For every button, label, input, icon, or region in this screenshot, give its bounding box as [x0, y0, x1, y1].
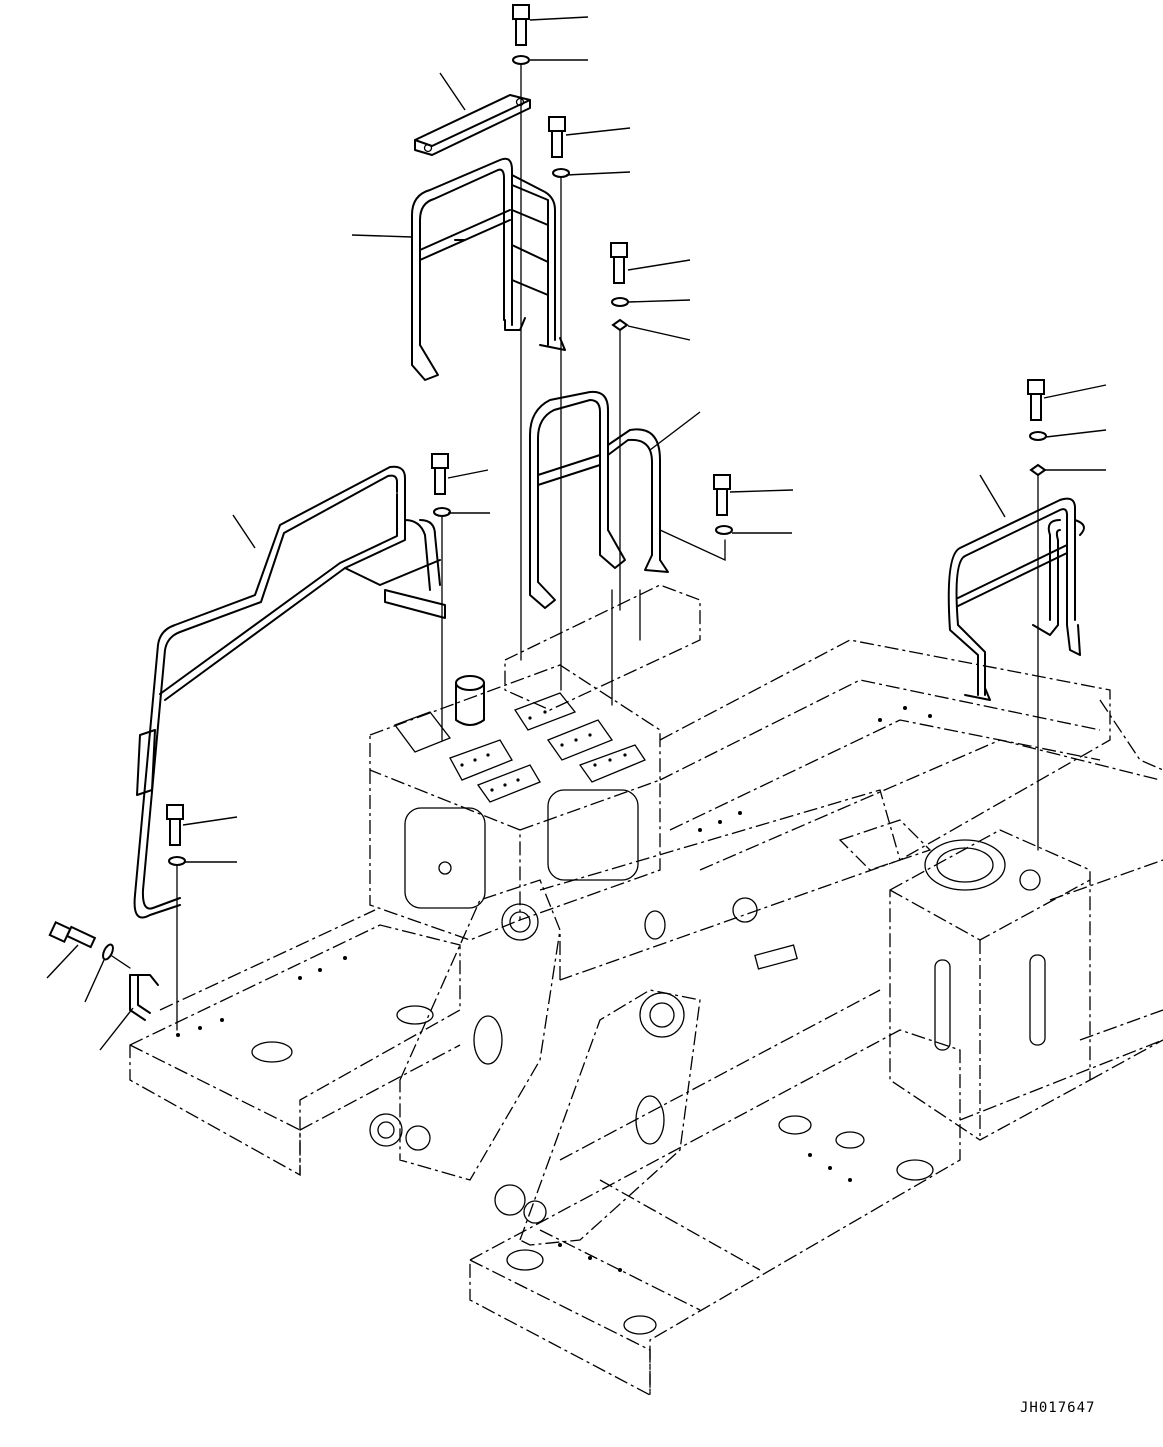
long-handrail [133, 465, 446, 919]
top-plate-bracket [414, 94, 531, 156]
leader-lines [46, 16, 1107, 1051]
assembly-lines [111, 63, 1039, 1031]
bolts-and-washers [48, 4, 1047, 961]
right-handrail [947, 497, 1085, 701]
left-tank-box [369, 584, 701, 941]
upper-revolving-frame [129, 639, 1163, 1397]
upper-handrail [411, 157, 566, 381]
boom-bracket [369, 789, 901, 1246]
right-fuel-tank [838, 819, 1091, 1141]
middle-handrail [529, 390, 669, 609]
drawing-number: JH017647 [1020, 1400, 1096, 1416]
rod-bracket [129, 974, 159, 1021]
